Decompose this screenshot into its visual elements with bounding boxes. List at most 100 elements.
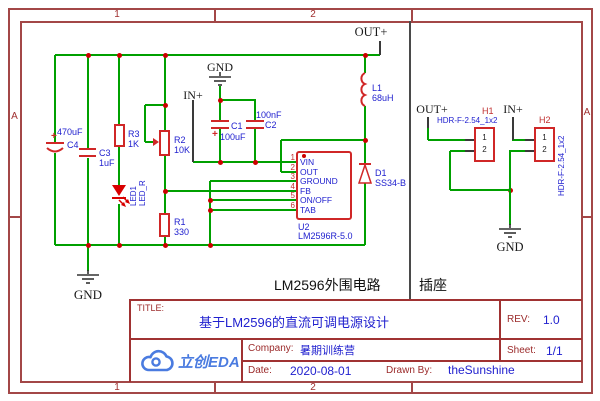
c4-ref-label: C4 — [67, 140, 79, 150]
port-in-socket[interactable]: IN+ — [503, 102, 523, 116]
junction-dot — [363, 53, 368, 58]
wire — [427, 127, 429, 140]
wire — [210, 199, 297, 201]
potentiometer-r2[interactable] — [159, 130, 170, 156]
wire — [428, 139, 466, 141]
h1-pin-number: 1 — [482, 133, 487, 142]
sheet-value: 1/1 — [546, 344, 563, 358]
c1-value-label: 100uF — [220, 132, 246, 142]
h1-pin-number: 2 — [482, 145, 487, 154]
u2-pin-name: OUT — [300, 167, 318, 177]
wire — [118, 55, 120, 125]
junction-dot — [208, 243, 213, 248]
junction-dot — [208, 208, 213, 213]
titleblock-line — [241, 360, 582, 362]
c2-value-label: 100nF — [256, 110, 282, 120]
junction-dot — [253, 160, 258, 165]
frame-inner — [20, 21, 583, 383]
frame-tick — [9, 216, 20, 218]
cloud-icon — [141, 349, 174, 372]
title-label: TITLE: — [137, 303, 165, 313]
junction-dot — [86, 243, 91, 248]
gnd-top-label: GND — [207, 60, 233, 74]
capacitor-c4-curved-plate — [46, 147, 64, 153]
h1-value-label: HDR-F-2.54_1x2 — [437, 116, 498, 125]
wire — [209, 181, 211, 245]
gnd-socket-label: GND — [496, 240, 524, 254]
diode-d1[interactable] — [357, 162, 373, 186]
capacitor-c1[interactable] — [211, 120, 229, 122]
port-stub — [512, 117, 514, 140]
wire — [509, 190, 511, 225]
capacitor-c4[interactable] — [46, 142, 64, 144]
c4-value-label: 470uF — [57, 127, 83, 137]
wire — [118, 204, 120, 245]
wire — [450, 150, 466, 152]
u2-chip-body[interactable] — [296, 151, 352, 220]
frame-outer — [8, 8, 593, 394]
u2-pin-number: 1 — [290, 153, 295, 162]
wire — [219, 86, 221, 100]
u2-pin-name: TAB — [300, 205, 316, 215]
c4-polarity-plus: + — [51, 131, 57, 142]
junction-dot — [208, 198, 213, 203]
u2-pin-number: 2 — [290, 163, 295, 172]
c3-value-label: 1uF — [99, 158, 115, 168]
wire — [54, 153, 56, 245]
u2-pin1-mark — [302, 154, 306, 158]
frame-tick — [411, 9, 413, 21]
wire — [164, 55, 166, 131]
wire — [281, 171, 297, 173]
resistor-r1[interactable] — [159, 213, 170, 237]
port-in-main[interactable]: IN+ — [183, 88, 203, 102]
drawn-by-value: theSunshine — [448, 363, 515, 377]
u2-pin-number: 5 — [290, 191, 295, 200]
r3-value-label: 1K — [128, 139, 140, 149]
capacitor-c2[interactable] — [246, 120, 264, 122]
port-out-main[interactable]: OUT+ — [354, 25, 388, 39]
frame-col-label: 2 — [310, 382, 316, 393]
pin-stub — [525, 150, 535, 152]
resistor-r3[interactable] — [114, 124, 125, 147]
header-h1[interactable] — [474, 127, 495, 162]
frame-tick — [411, 382, 413, 393]
h2-pin-number: 2 — [542, 145, 547, 154]
junction-dot — [363, 138, 368, 143]
date-value: 2020-08-01 — [290, 364, 352, 378]
lceda-logo[interactable]: 立创EDA — [138, 344, 240, 378]
u2-pin-name: ON/OFF — [300, 195, 333, 205]
junction-dot — [86, 53, 91, 58]
pin-stub — [465, 139, 475, 141]
gnd-symbol[interactable] — [207, 72, 233, 87]
pin-stub — [465, 150, 475, 152]
date-label: Date: — [248, 365, 272, 376]
titleblock-line — [129, 299, 582, 301]
wire — [364, 183, 366, 245]
wire — [450, 189, 511, 191]
gnd-symbol[interactable] — [75, 270, 101, 285]
wire — [364, 106, 366, 140]
h2-pin-number: 1 — [542, 133, 547, 142]
u2-value-label: LM2596R-5.0 — [298, 231, 353, 241]
port-out-socket[interactable]: OUT+ — [416, 102, 448, 116]
rev-label: REV: — [507, 314, 530, 325]
port-stub — [379, 41, 381, 55]
inductor-l1[interactable] — [356, 72, 374, 107]
capacitor-c3[interactable] — [79, 148, 96, 150]
u2-pin-number: 3 — [290, 172, 295, 181]
wire — [281, 139, 366, 141]
gnd-symbol[interactable] — [497, 224, 523, 239]
wire — [449, 151, 451, 190]
header-h2[interactable] — [534, 127, 555, 162]
junction-dot — [218, 160, 223, 165]
titleblock-line — [129, 338, 582, 340]
frame-row-label: A — [11, 111, 18, 122]
u2-pin-name: FB — [300, 186, 311, 196]
h2-ref-label: H2 — [539, 115, 551, 125]
wire — [220, 99, 256, 101]
c1-polarity-plus: + — [212, 129, 218, 140]
junction-dot — [163, 53, 168, 58]
port-stub — [427, 117, 429, 128]
led-symbol[interactable] — [107, 184, 133, 210]
wire — [280, 140, 282, 172]
